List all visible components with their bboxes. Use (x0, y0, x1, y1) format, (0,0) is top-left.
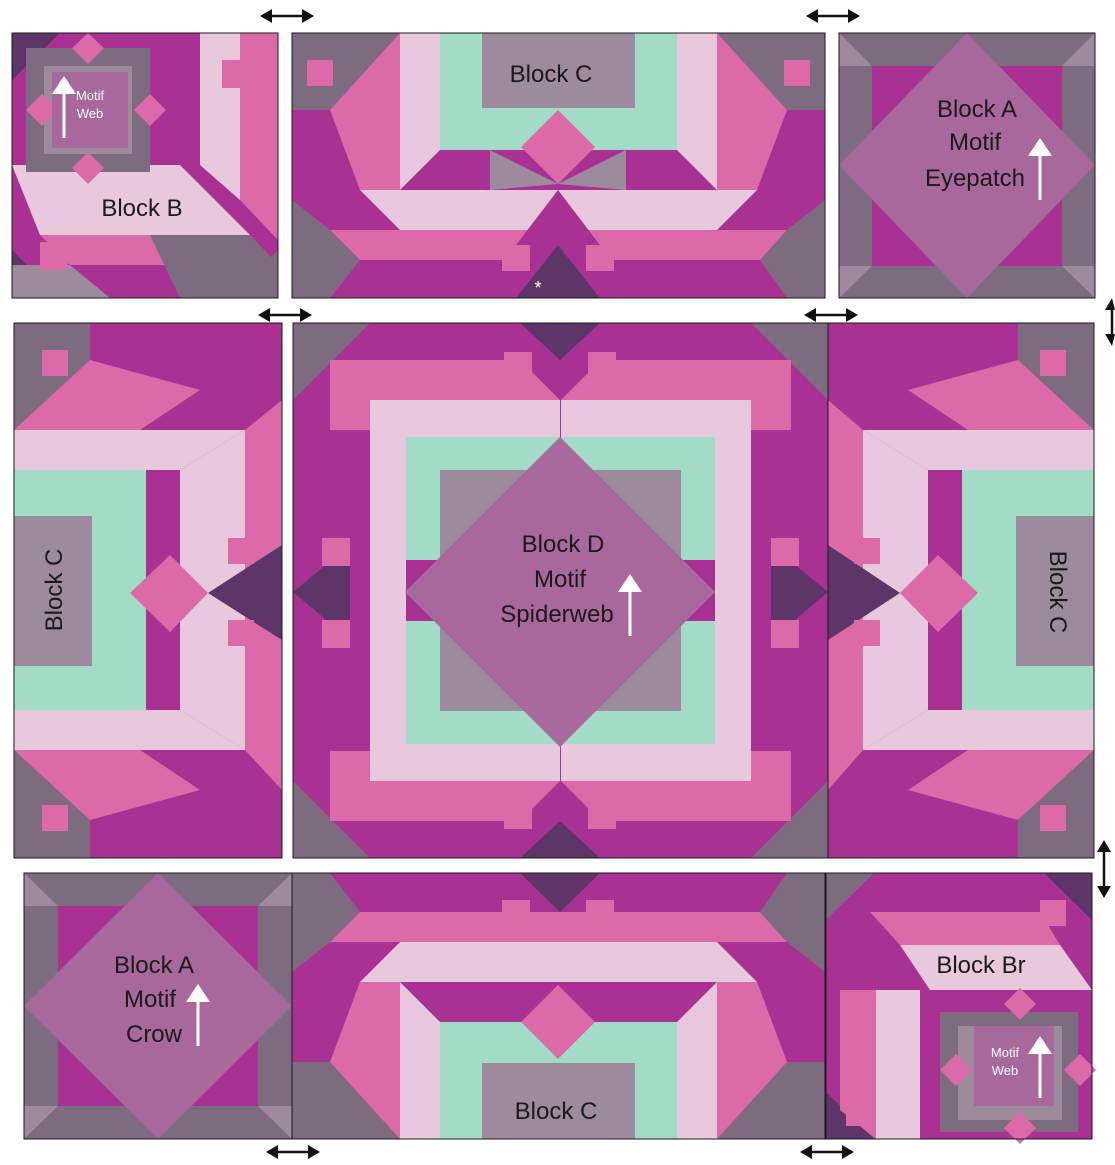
bottom-left-motif-2: Crow (126, 1021, 183, 1048)
bottom-right-motif-2: Web (992, 1063, 1019, 1078)
bottom-right-motif-1: Motif (991, 1045, 1020, 1060)
top-right-motif-2: Eyepatch (925, 165, 1025, 192)
horizontal-double-arrow-icon (800, 1145, 854, 1159)
vertical-double-arrow-icon (1097, 840, 1111, 898)
vertical-double-arrow-icon (1105, 298, 1115, 346)
horizontal-double-arrow-icon (806, 9, 860, 23)
horizontal-double-arrow-icon (258, 308, 312, 322)
horizontal-double-arrow-icon (804, 308, 858, 322)
mid-left-block-label: Block C (41, 549, 68, 632)
center-motif-2: Spiderweb (500, 601, 613, 628)
block-b-top-left (12, 33, 278, 298)
center-block-label: Block D (522, 531, 605, 558)
horizontal-double-arrow-icon (266, 1145, 320, 1159)
center-motif-1: Motif (534, 566, 586, 593)
bottom-left-block-label: Block A (114, 952, 194, 979)
top-left-motif-1: Motif (76, 88, 105, 103)
top-mid-block-label: Block C (510, 61, 593, 88)
asterisk-marker: * (534, 278, 541, 298)
bottom-left-motif-1: Motif (124, 986, 176, 1013)
top-left-motif-2: Web (77, 106, 104, 121)
top-right-block-label: Block A (937, 96, 1017, 123)
bottom-mid-block-label: Block C (515, 1098, 598, 1125)
top-right-motif-1: Motif (949, 129, 1001, 156)
bottom-right-block-label: Block Br (936, 952, 1025, 979)
block-br-bottom-right (826, 873, 1096, 1144)
mid-right-block-label: Block C (1044, 551, 1071, 634)
horizontal-double-arrow-icon (260, 9, 314, 23)
top-left-block-label: Block B (101, 195, 182, 222)
